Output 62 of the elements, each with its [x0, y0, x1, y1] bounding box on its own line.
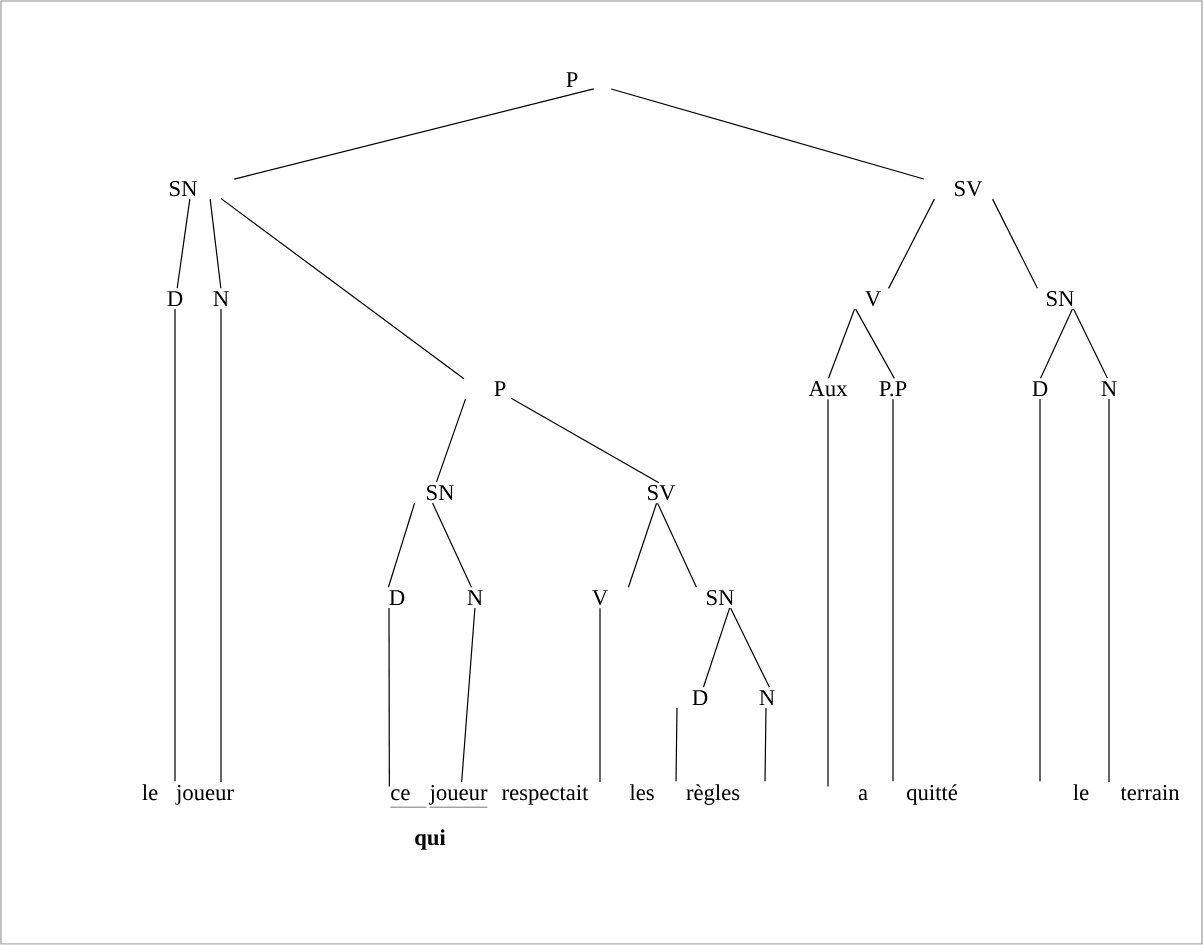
branch-line [992, 198, 1038, 289]
word: ce [390, 789, 427, 808]
category-label: SV [648, 485, 676, 501]
branch-line [431, 502, 473, 588]
branch-line [209, 198, 222, 289]
category-label: D [389, 590, 405, 606]
category-label: N [213, 291, 229, 306]
branch-line [1039, 308, 1074, 379]
branch-line [1108, 398, 1110, 783]
branch-line [461, 607, 476, 783]
branch-line [435, 398, 467, 483]
branch-line [888, 198, 935, 289]
category-label: Aux [808, 381, 848, 397]
branch-line [176, 198, 191, 289]
category-label: V [865, 291, 881, 307]
word: respectait [502, 785, 589, 805]
category-label: N [467, 590, 483, 605]
category-label: SV [955, 181, 983, 197]
category-label: P [494, 381, 506, 396]
branch-line [1073, 308, 1108, 379]
branch-line [675, 707, 678, 782]
category-label: V [592, 590, 608, 606]
word: les [629, 784, 654, 801]
branch-line [855, 308, 895, 379]
branch-line [387, 502, 416, 588]
word: a [858, 789, 868, 801]
branch-line [827, 398, 829, 788]
word: le [142, 784, 158, 801]
category-label: N [1101, 381, 1117, 396]
word: joueur [175, 785, 234, 805]
word: le [1073, 784, 1089, 801]
category-label: N [759, 690, 775, 705]
branch-line [174, 308, 176, 782]
branch-line [702, 607, 731, 688]
branch-line [764, 707, 767, 782]
word: terrain [1120, 785, 1180, 801]
branch-line [627, 502, 658, 588]
category-label: D [1032, 381, 1048, 397]
branch-line [827, 308, 856, 379]
branch-line [730, 607, 770, 688]
word: joueur [428, 785, 488, 808]
word: quitté [907, 784, 958, 805]
branch-line [599, 607, 601, 783]
category-label: SN [707, 590, 734, 606]
category-label: P.P [879, 381, 907, 397]
branch-line [220, 198, 465, 380]
branch-line [656, 502, 698, 588]
category-label: SN [170, 181, 197, 197]
branch-line [388, 607, 390, 787]
category-label: D [167, 291, 183, 307]
relative-pronoun: qui [415, 829, 446, 850]
branch-line [610, 88, 925, 180]
category-label: SN [427, 485, 454, 501]
category-label: P [566, 72, 578, 87]
branch-line [510, 397, 660, 484]
branch-line [233, 88, 595, 180]
branch-line [220, 308, 222, 783]
category-label: SN [1047, 291, 1074, 307]
word: règles [686, 784, 740, 805]
category-label: D [692, 690, 708, 706]
branch-line [892, 398, 894, 782]
branch-line [1039, 398, 1041, 782]
